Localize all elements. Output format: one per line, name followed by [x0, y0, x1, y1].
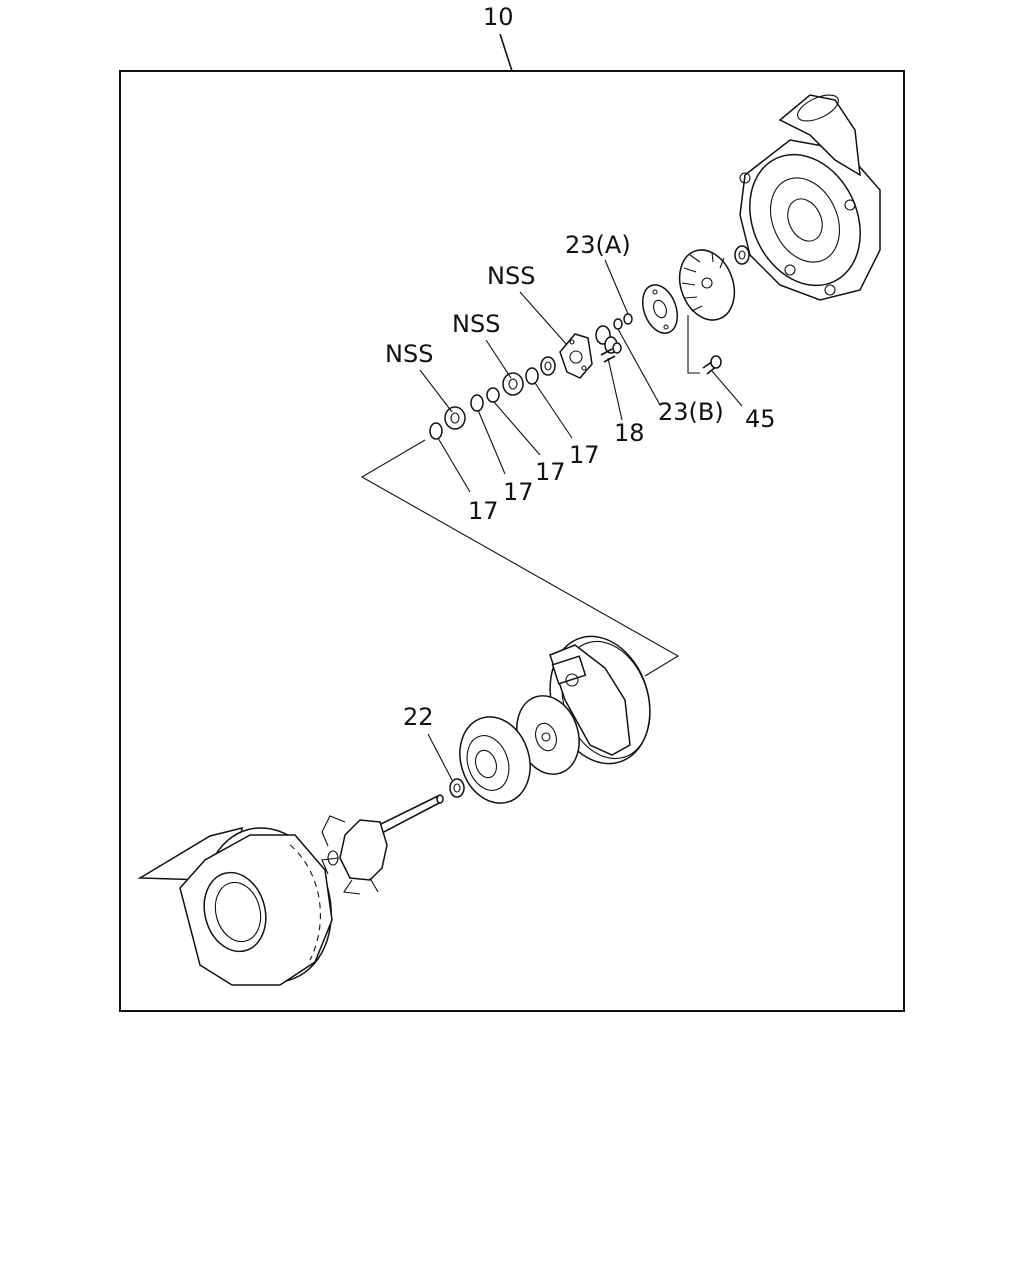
label-nss-1: NSS	[487, 262, 535, 290]
label-17-2: 17	[535, 458, 566, 486]
screws-18	[600, 342, 622, 363]
label-nss-3: NSS	[385, 340, 433, 368]
label-nss-2: NSS	[452, 310, 500, 338]
leader-23b	[617, 328, 661, 406]
center-housing	[516, 635, 651, 775]
ring-17-c	[470, 394, 484, 412]
label-17-1: 17	[569, 441, 600, 469]
assembly-leader	[499, 33, 513, 72]
leader-17-4	[437, 437, 471, 493]
label-45: 45	[745, 405, 776, 433]
bolt-bracket-line	[687, 315, 700, 374]
turbine-shaft	[321, 794, 444, 895]
compressor-wheel	[678, 249, 736, 321]
leader-nss-1	[519, 291, 568, 346]
thrust-plate	[559, 333, 593, 379]
group-connector	[360, 439, 680, 677]
leader-23a	[604, 259, 629, 315]
backing-plate	[641, 284, 679, 334]
label-17-3: 17	[503, 478, 534, 506]
journal-bearing-1	[502, 372, 524, 396]
leader-22	[427, 733, 453, 781]
ring-17-d	[429, 422, 443, 440]
label-22: 22	[403, 703, 434, 731]
label-18: 18	[614, 419, 645, 447]
turbine-housing	[137, 826, 333, 986]
leader-17-1	[534, 382, 573, 439]
nut	[734, 245, 750, 265]
ring-17-a	[525, 367, 539, 385]
label-17-4: 17	[468, 497, 499, 525]
seal-plate	[459, 716, 531, 804]
label-23b: 23(B)	[658, 398, 724, 426]
leader-17-3	[477, 409, 506, 475]
leader-nss-3	[419, 369, 453, 413]
seal-ring-23a	[623, 313, 633, 325]
ring-17-b	[486, 387, 500, 403]
compressor-housing	[739, 94, 881, 301]
bolt-45	[702, 355, 722, 375]
seal-ring-23b	[613, 318, 623, 330]
ring-22	[449, 778, 465, 798]
leader-nss-2	[485, 339, 512, 379]
journal-bearing-2	[444, 406, 466, 430]
leader-45	[711, 370, 743, 407]
thrust-collar	[540, 356, 556, 376]
leader-18	[607, 357, 623, 421]
leader-17-2	[493, 401, 541, 456]
assembly-label: 10	[483, 3, 514, 31]
label-23a: 23(A)	[565, 231, 631, 259]
group-connector-gap	[513, 565, 532, 578]
